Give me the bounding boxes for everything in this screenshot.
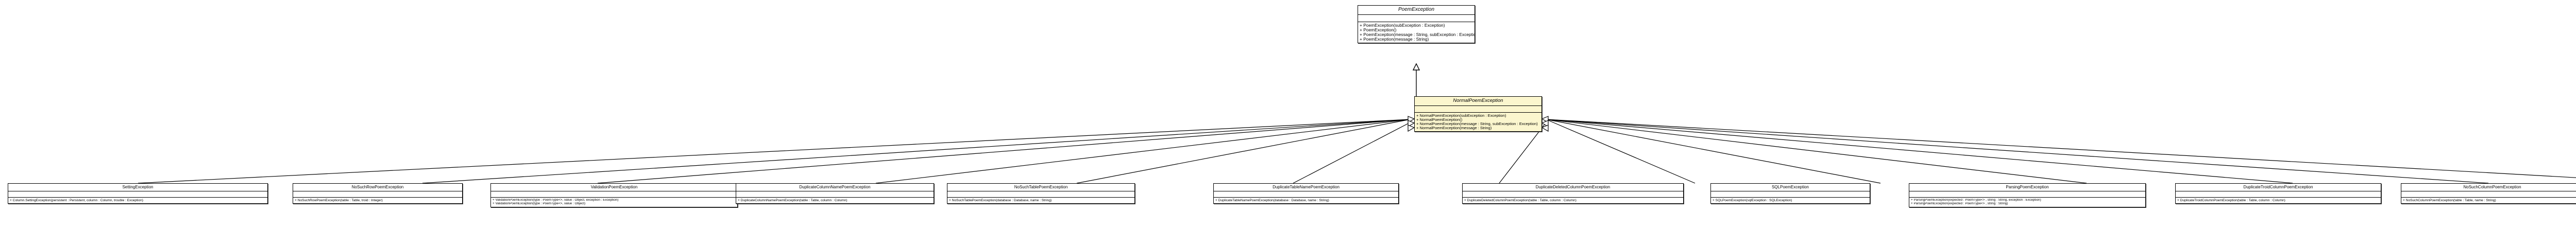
operation-row: + DuplicateTableNamePoemException(databa… xyxy=(1215,199,1329,202)
attributes-compartment xyxy=(1214,191,1398,198)
class-box-no-such-table-poem-exception[interactable]: NoSuchTablePoemException + NoSuchTablePo… xyxy=(947,183,1135,204)
class-box-duplicate-deleted-column-poem-exception[interactable]: DuplicateDeletedColumnPoemException + Du… xyxy=(1462,183,1684,204)
operation-row: + SQLPoemException(sqlException : SQLExc… xyxy=(1713,199,1792,202)
class-name: NoSuchTablePoemException xyxy=(947,184,1134,191)
attributes-compartment xyxy=(491,191,737,198)
class-name: PoemException xyxy=(1358,6,1475,15)
attributes-compartment xyxy=(8,191,267,198)
operation-row: + PoemException() xyxy=(1360,28,1397,33)
operations-compartment: + DuplicateColumnNamePoemException(table… xyxy=(736,198,934,203)
operation-row: + DuplicateDeletedColumnPoemException(ta… xyxy=(1464,199,1577,202)
class-name: DuplicateColumnNamePoemException xyxy=(736,184,934,191)
attributes-compartment xyxy=(293,191,462,198)
class-box-duplicate-troid-column-poem-exception[interactable]: DuplicateTroidColumnPoemException + Dupl… xyxy=(2175,183,2381,204)
class-name: ParsingPoemException xyxy=(1909,184,2145,191)
operations-compartment: + PoemException(subException : Exception… xyxy=(1358,22,1475,43)
operations-compartment: + DuplicateTroidColumnPoemException(tabl… xyxy=(2176,198,2381,203)
class-box-no-such-row-poem-exception[interactable]: NoSuchRowPoemException + NoSuchRowPoemEx… xyxy=(293,183,463,204)
operation-row: + ValidationPoemException(type : PoemTyp… xyxy=(493,199,619,202)
class-box-duplicate-column-name-poem-exception[interactable]: DuplicateColumnNamePoemException + Dupli… xyxy=(736,183,934,204)
class-name: DuplicateDeletedColumnPoemException xyxy=(1463,184,1683,191)
class-name: NoSuchColumnPoemException xyxy=(2401,184,2576,191)
class-name: DuplicateTableNamePoemException xyxy=(1214,184,1398,191)
class-box-setting-exception[interactable]: SettingException + Column.SettingExcepti… xyxy=(8,183,268,204)
class-name: NormalPoemException xyxy=(1415,97,1541,106)
class-name: SettingException xyxy=(8,184,267,191)
class-box-duplicate-table-name-poem-exception[interactable]: DuplicateTableNamePoemException + Duplic… xyxy=(1213,183,1399,204)
operations-compartment: + Column.SettingException(persistent : P… xyxy=(8,198,267,203)
operation-row: + ParsingPoemException(expected : PoemTy… xyxy=(1911,202,2008,205)
attributes-compartment xyxy=(1909,191,2145,198)
class-box-no-such-column-poem-exception[interactable]: NoSuchColumnPoemException + NoSuchColumn… xyxy=(2401,183,2576,204)
operation-row: + DuplicateColumnNamePoemException(table… xyxy=(738,199,848,202)
operation-row: + NoSuchColumnPoemException(table : Tabl… xyxy=(2403,199,2496,202)
class-box-normal-poem-exception[interactable]: NormalPoemException + NormalPoemExceptio… xyxy=(1414,96,1542,132)
attributes-compartment xyxy=(1711,191,1870,198)
attributes-compartment xyxy=(2401,191,2576,198)
operation-row: + PoemException(subException : Exception… xyxy=(1360,23,1445,28)
operation-row: + NormalPoemException(message : String) xyxy=(1416,126,1492,131)
class-name: ValidationPoemException xyxy=(491,184,737,191)
operation-row: + NormalPoemException() xyxy=(1416,117,1463,122)
operation-row: + PoemException(message : String, subExc… xyxy=(1360,32,1475,38)
class-name: DuplicateTroidColumnPoemException xyxy=(2176,184,2381,191)
operations-compartment: + ParsingPoemException(expected : PoemTy… xyxy=(1909,198,2145,207)
operations-compartment: + ValidationPoemException(type : PoemTyp… xyxy=(491,198,737,207)
operations-compartment: + NoSuchTablePoemException(database : Da… xyxy=(947,198,1134,203)
attributes-compartment xyxy=(1358,15,1475,22)
attributes-compartment xyxy=(947,191,1134,198)
operation-row: + NoSuchRowPoemException(table : Table, … xyxy=(295,199,383,202)
class-box-sql-poem-exception[interactable]: SQLPoemException + SQLPoemException(sqlE… xyxy=(1710,183,1870,204)
operation-row: + Column.SettingException(persistent : P… xyxy=(10,199,143,202)
operation-row: + ParsingPoemException(expected : PoemTy… xyxy=(1911,199,2041,202)
class-box-validation-poem-exception[interactable]: ValidationPoemException + ValidationPoem… xyxy=(490,183,738,207)
attributes-compartment xyxy=(736,191,934,198)
class-box-parsing-poem-exception[interactable]: ParsingPoemException + ParsingPoemExcept… xyxy=(1909,183,2146,207)
operation-row: + NormalPoemException(message : String, … xyxy=(1416,121,1538,126)
class-name: SQLPoemException xyxy=(1711,184,1870,191)
operations-compartment: + NoSuchRowPoemException(table : Table, … xyxy=(293,198,462,203)
attributes-compartment xyxy=(1463,191,1683,198)
operations-compartment: + NoSuchColumnPoemException(table : Tabl… xyxy=(2401,198,2576,203)
attributes-compartment xyxy=(1415,106,1541,113)
operation-row: + PoemException(message : String) xyxy=(1360,37,1429,42)
operation-row: + NormalPoemException(subException : Exc… xyxy=(1416,113,1506,118)
operations-compartment: + SQLPoemException(sqlException : SQLExc… xyxy=(1711,198,1870,203)
operations-compartment: + DuplicateDeletedColumnPoemException(ta… xyxy=(1463,198,1683,203)
class-box-poem-exception[interactable]: PoemException + PoemException(subExcepti… xyxy=(1358,5,1475,44)
operation-row: + DuplicateTroidColumnPoemException(tabl… xyxy=(2177,199,2285,202)
operations-compartment: + NormalPoemException(subException : Exc… xyxy=(1415,113,1541,132)
operation-row: + ValidationPoemException(type : PoemTyp… xyxy=(493,202,586,205)
attributes-compartment xyxy=(2176,191,2381,198)
class-name: NoSuchRowPoemException xyxy=(293,184,462,191)
operations-compartment: + DuplicateTableNamePoemException(databa… xyxy=(1214,198,1398,203)
operation-row: + NoSuchTablePoemException(database : Da… xyxy=(949,199,1052,202)
